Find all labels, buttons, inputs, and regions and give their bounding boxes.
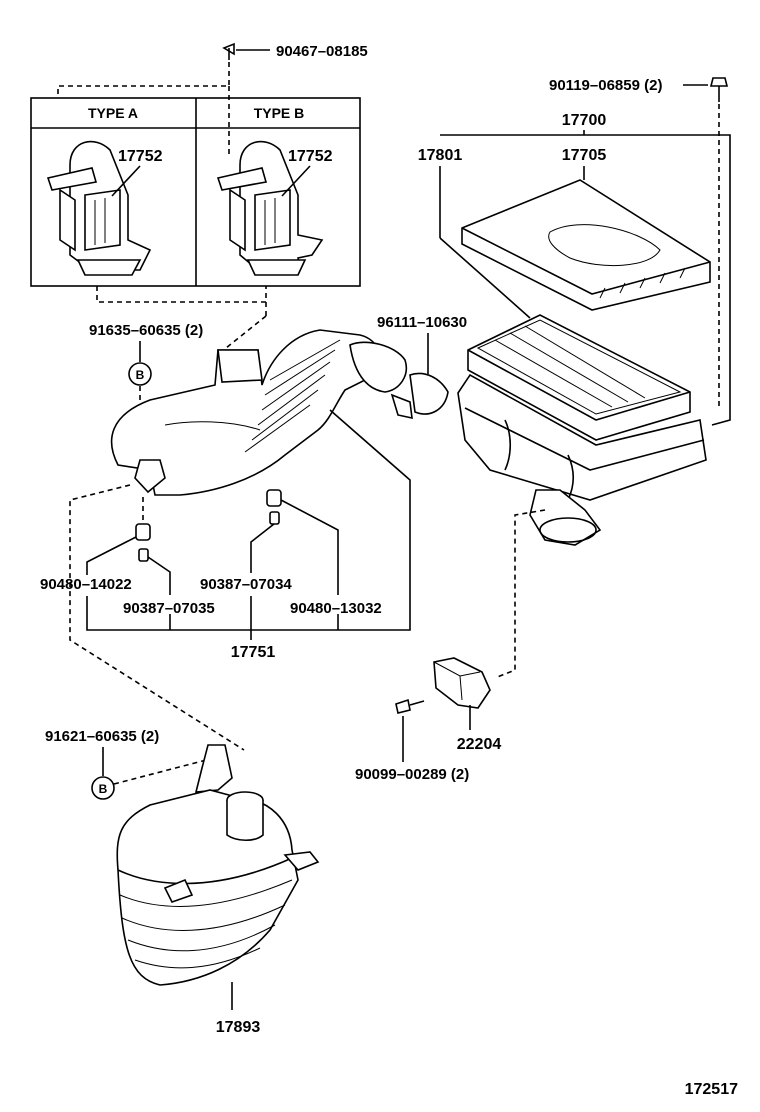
label-17705: 17705 [562,147,607,164]
label-17751: 17751 [231,644,276,661]
type-b-label: TYPE B [254,105,305,121]
label-91635: 91635–60635 (2) [89,322,203,339]
label-17893: 17893 [216,1019,261,1036]
air-duct-type-b [216,140,324,276]
air-cleaner-case [457,373,707,546]
diagram-number: 172517 [685,1081,738,1098]
marker-b-circle [91,776,115,800]
label-96111: 96111–10630 [377,314,467,331]
marker-b-circle [128,362,152,386]
label-17700: 17700 [562,112,607,129]
intake-duct-assembly [110,329,449,496]
label-90480-13032: 90480–13032 [290,600,382,617]
label-90387-07035: 90387–07035 [123,600,215,617]
label-90119: 90119–06859 (2) [549,77,662,94]
type-box: TYPE A TYPE B 17752 17752 [30,97,361,287]
screw-icon [395,698,425,714]
label-90099: 90099–00289 (2) [355,766,469,783]
label-22204: 22204 [457,736,502,753]
type-a-label: TYPE A [88,105,138,121]
marker-b-2: B [99,782,108,796]
label-91621: 91621–60635 (2) [45,728,159,745]
air-duct-type-a [46,140,152,276]
screw-icon [222,42,235,60]
label-17801: 17801 [418,147,463,164]
air-filter-element [467,314,691,441]
marker-b-1: B [136,368,145,382]
label-17752-b: 17752 [288,148,333,165]
resonator [116,744,320,986]
bolt-icon [709,77,729,102]
label-90480-14022: 90480–14022 [40,576,132,593]
grommet-icon [135,489,282,562]
label-17752-a: 17752 [118,148,163,165]
air-cleaner-cover [461,179,711,311]
label-90467: 90467–08185 [276,43,368,60]
label-90387-07034: 90387–07034 [200,576,292,593]
air-flow-meter [433,657,491,709]
